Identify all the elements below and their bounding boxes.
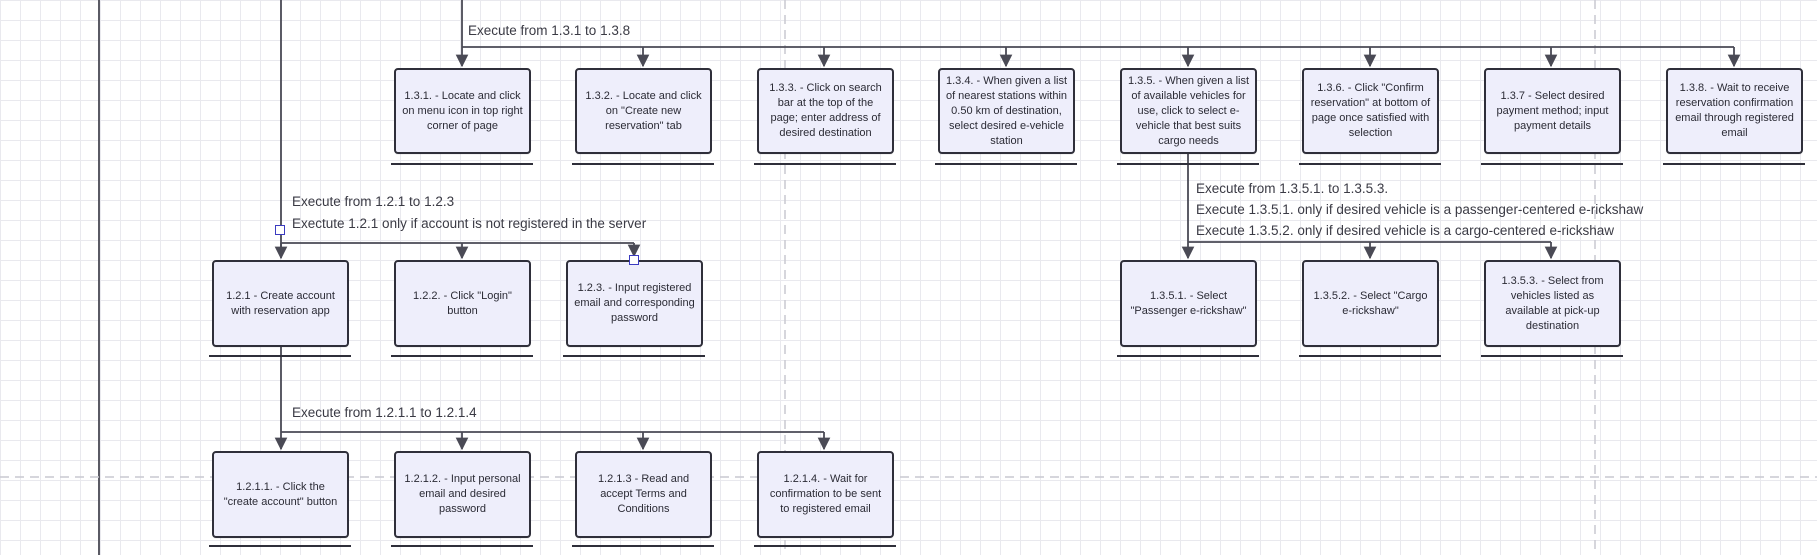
node-label: 1.3.1. - Locate and click on menu icon i… [402, 89, 523, 132]
node-shelf [1299, 355, 1441, 357]
note-execute-1-3-1-to-1-3-8: Execute from 1.3.1 to 1.3.8 [468, 23, 631, 38]
node-1-3-5-3[interactable]: 1.3.5.3. - Select from vehicles listed a… [1484, 260, 1621, 347]
node-shelf [391, 163, 533, 165]
node-label: 1.3.5. - When given a list of available … [1127, 74, 1250, 147]
node-label: 1.3.7 - Select desired payment method; i… [1496, 89, 1609, 132]
node-shelf [209, 545, 351, 547]
node-label: 1.3.5.3. - Select from vehicles listed a… [1501, 274, 1604, 332]
node-label: 1.2.3. - Input registered email and corr… [574, 282, 695, 324]
node-1-3-3[interactable]: 1.3.3. - Click on search bar at the top … [757, 68, 894, 154]
node-label: 1.2.2. - Click "Login" button [413, 289, 512, 317]
node-label: 1.2.1.3 - Read and accept Terms and Cond… [597, 473, 690, 515]
node-1-2-1-3[interactable]: 1.2.1.3 - Read and accept Terms and Cond… [575, 451, 712, 538]
node-1-3-2[interactable]: 1.3.2. - Locate and click on "Create new… [575, 68, 712, 154]
node-shelf [572, 545, 714, 547]
node-shelf [1481, 355, 1623, 357]
node-shelf [1299, 163, 1441, 165]
node-label: 1.2.1 - Create account with reservation … [226, 289, 335, 317]
node-label: 1.3.5.1. - Select "Passenger e-rickshaw" [1130, 289, 1247, 317]
node-1-3-5[interactable]: 1.3.5. - When given a list of available … [1120, 68, 1257, 154]
node-label: 1.3.5.2. - Select "Cargo e-rickshaw" [1313, 289, 1428, 317]
note-condition-1-3-5-2: Execute 1.3.5.2. only if desired vehicle… [1196, 223, 1614, 238]
connector-endpoint-handle[interactable] [275, 225, 285, 235]
node-1-3-7[interactable]: 1.3.7 - Select desired payment method; i… [1484, 68, 1621, 154]
node-shelf [754, 545, 896, 547]
node-shelf [754, 163, 896, 165]
node-label: 1.3.8. - Wait to receive reservation con… [1675, 82, 1794, 139]
connector-endpoint-handle[interactable] [629, 255, 639, 265]
note-condition-1-2-1: Exectute 1.2.1 only if account is not re… [292, 216, 647, 231]
node-shelf [209, 355, 351, 357]
node-shelf [1663, 163, 1805, 165]
node-1-2-2[interactable]: 1.2.2. - Click "Login" button [394, 260, 531, 347]
node-1-3-8[interactable]: 1.3.8. - Wait to receive reservation con… [1666, 68, 1803, 154]
node-1-2-1[interactable]: 1.2.1 - Create account with reservation … [212, 260, 349, 347]
node-label: 1.2.1.2. - Input personal email and desi… [404, 473, 521, 515]
node-label: 1.3.4. - When given a list of nearest st… [945, 74, 1068, 147]
node-1-2-3[interactable]: 1.2.3. - Input registered email and corr… [566, 260, 703, 347]
node-label: 1.3.6. - Click "Confirm reservation" at … [1310, 82, 1431, 139]
node-1-2-1-1[interactable]: 1.2.1.1. - Click the "create account" bu… [212, 451, 349, 538]
node-1-3-5-2[interactable]: 1.3.5.2. - Select "Cargo e-rickshaw" [1302, 260, 1439, 347]
node-1-3-6[interactable]: 1.3.6. - Click "Confirm reservation" at … [1302, 68, 1439, 154]
node-shelf [391, 355, 533, 357]
node-shelf [572, 163, 714, 165]
note-execute-1-2-1-to-1-2-3: Execute from 1.2.1 to 1.2.3 [292, 194, 455, 209]
node-shelf [935, 163, 1077, 165]
note-execute-1-3-5-1-to-1-3-5-3: Execute from 1.3.5.1. to 1.3.5.3. [1196, 181, 1389, 196]
node-label: 1.2.1.4. - Wait for confirmation to be s… [769, 473, 882, 515]
node-label: 1.2.1.1. - Click the "create account" bu… [223, 480, 338, 508]
node-shelf [391, 545, 533, 547]
node-label: 1.3.3. - Click on search bar at the top … [769, 82, 882, 139]
node-shelf [563, 355, 705, 357]
node-1-2-1-4[interactable]: 1.2.1.4. - Wait for confirmation to be s… [757, 451, 894, 538]
node-1-2-1-2[interactable]: 1.2.1.2. - Input personal email and desi… [394, 451, 531, 538]
note-condition-1-3-5-1: Execute 1.3.5.1. only if desired vehicle… [1196, 202, 1644, 217]
node-shelf [1117, 163, 1259, 165]
node-1-3-5-1[interactable]: 1.3.5.1. - Select "Passenger e-rickshaw" [1120, 260, 1257, 347]
note-execute-1-2-1-1-to-1-2-1-4: Execute from 1.2.1.1 to 1.2.1.4 [292, 405, 477, 420]
node-label: 1.3.2. - Locate and click on "Create new… [585, 89, 702, 132]
node-shelf [1117, 355, 1259, 357]
node-shelf [1481, 163, 1623, 165]
node-1-3-1[interactable]: 1.3.1. - Locate and click on menu icon i… [394, 68, 531, 154]
node-1-3-4[interactable]: 1.3.4. - When given a list of nearest st… [938, 68, 1075, 154]
